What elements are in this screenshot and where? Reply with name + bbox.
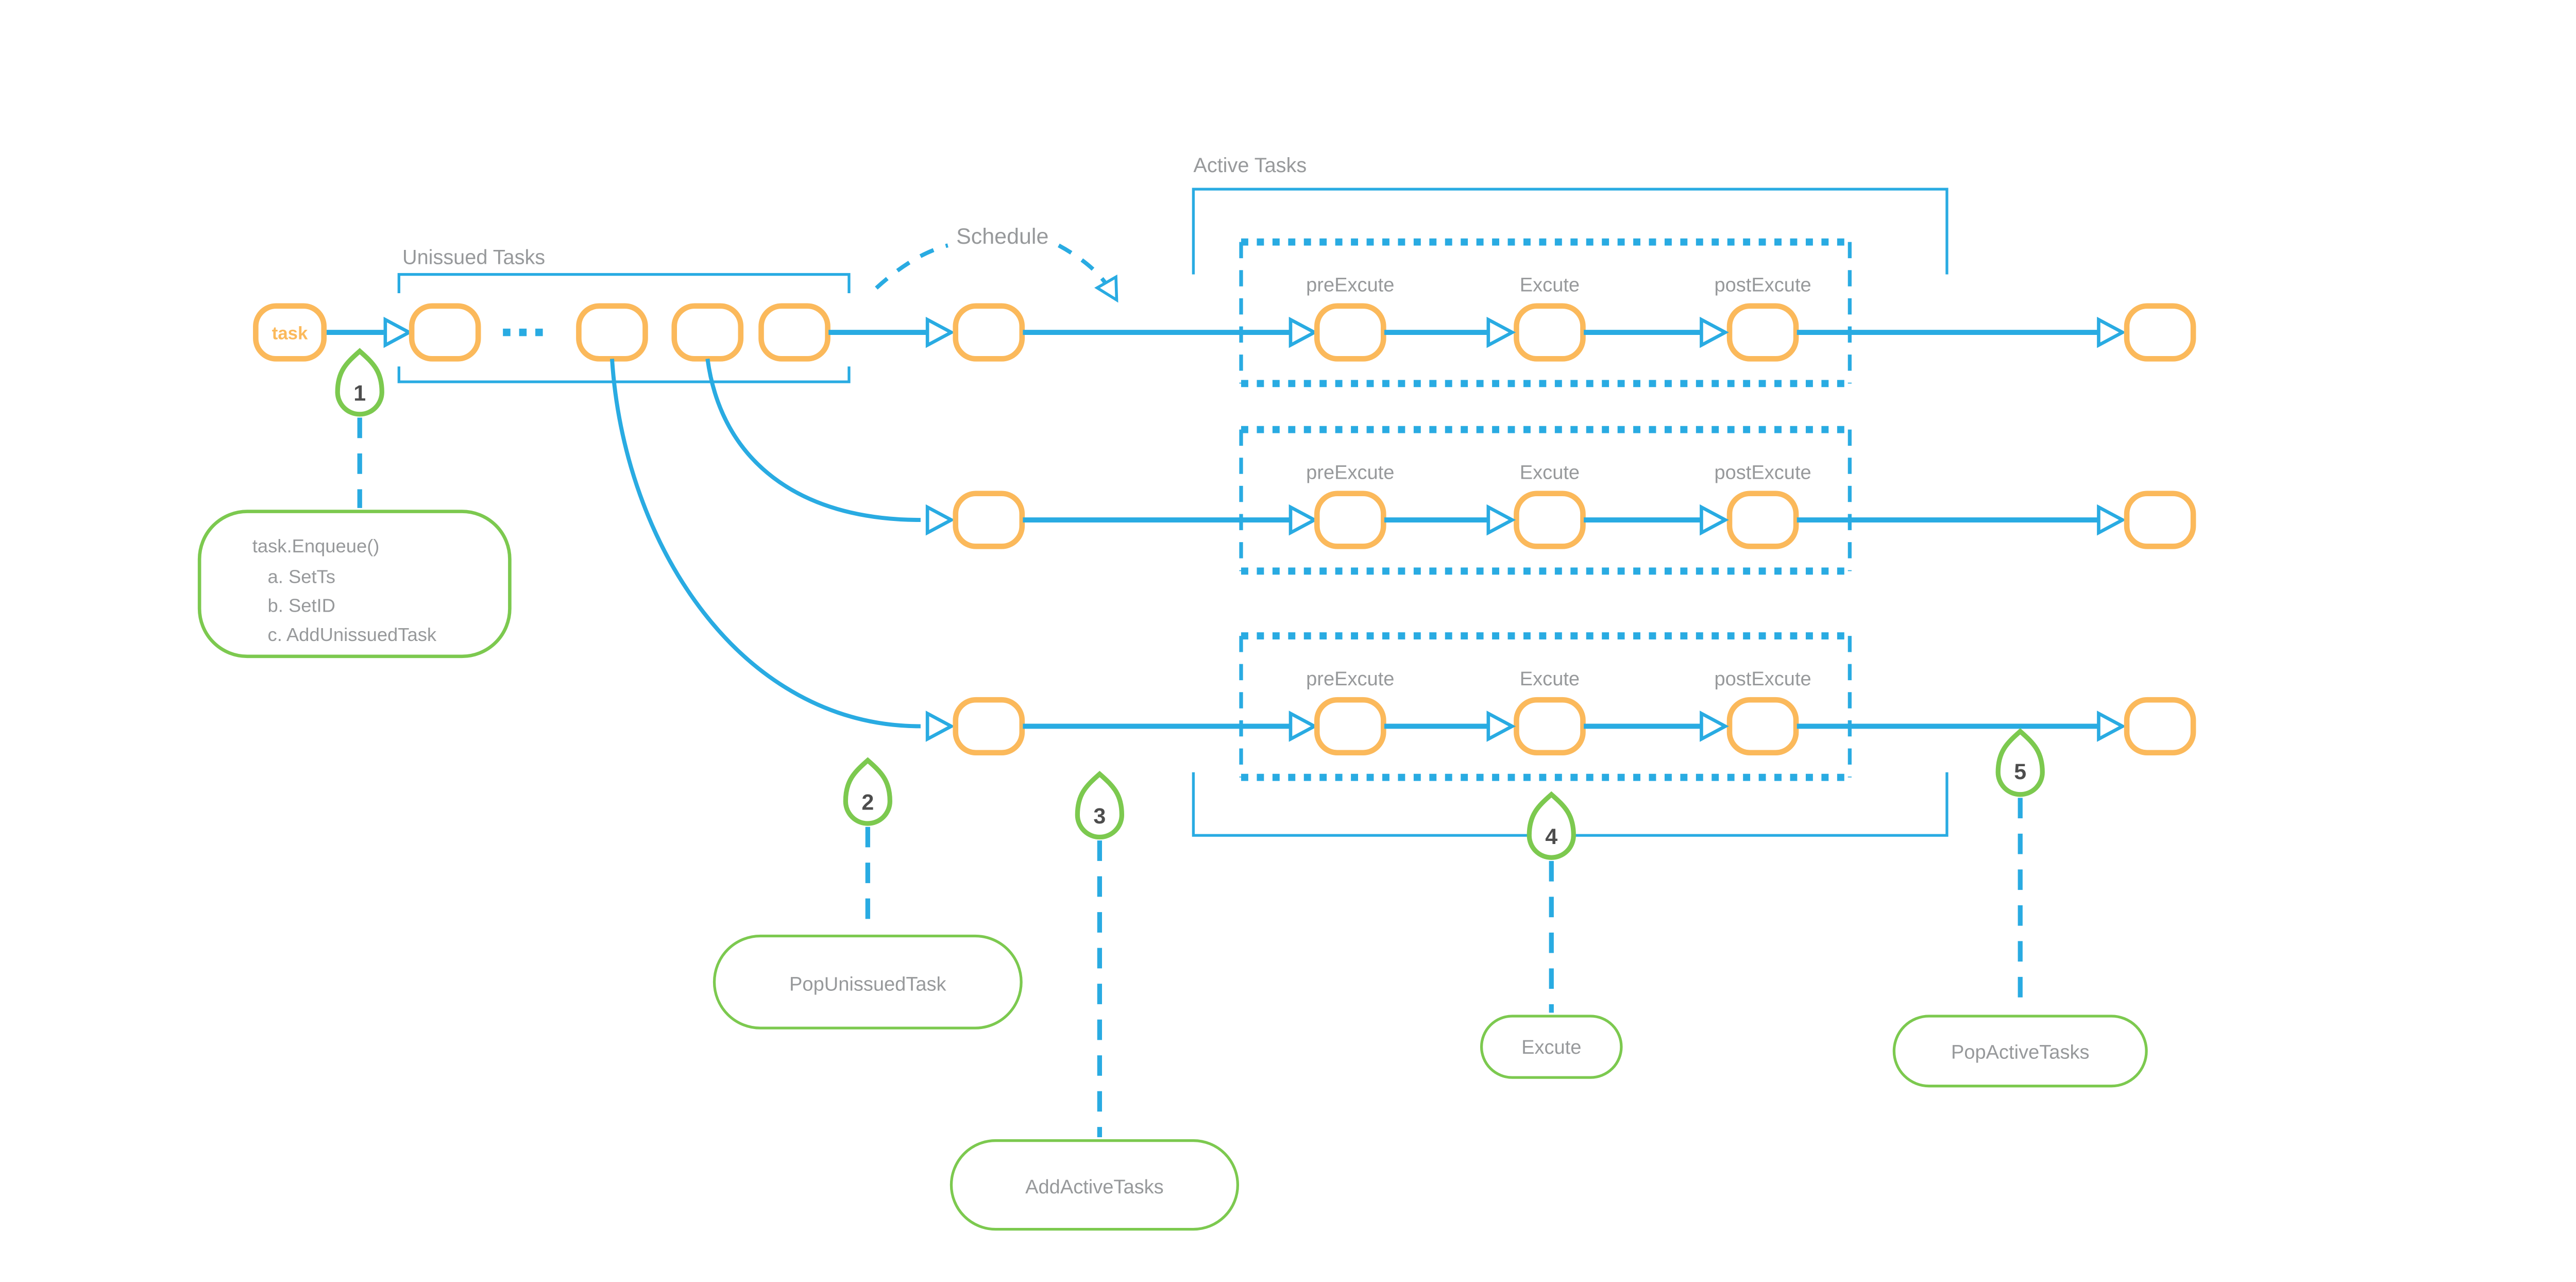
task-source-section: task xyxy=(253,303,413,362)
enqueue-note-box xyxy=(197,510,512,659)
arrowhead-icon xyxy=(925,711,955,742)
step-marker-4 xyxy=(1527,791,1576,860)
step-number: 4 xyxy=(1545,824,1557,849)
step-marker-3 xyxy=(1075,770,1124,840)
step-annotations: 1 task.Enqueue() a. SetTs b. SetID c. Ad… xyxy=(197,348,2148,1231)
annotation-label: PopActiveTasks xyxy=(1951,1042,2090,1064)
stage-node-exec xyxy=(1514,491,1586,549)
stage-label-pre: preExcute xyxy=(1306,462,1394,484)
pop-unissued-task-pill xyxy=(713,934,1023,1030)
step-marker-1 xyxy=(335,348,384,417)
excute-pill xyxy=(1480,1015,1623,1079)
stage-node-post xyxy=(1726,491,1799,549)
annotation-detail: a. SetTs xyxy=(268,566,335,587)
stage-label-post: postExcute xyxy=(1714,668,1811,690)
active-tasks-section: Active Tasks preExcute Excute postExcute xyxy=(1192,154,2196,837)
arrowhead-icon xyxy=(1486,316,1516,348)
arrowhead-icon xyxy=(1700,504,1729,536)
step-annotation-2: 2 PopUnissuedTask xyxy=(713,757,1023,1030)
stage-node-pre xyxy=(1314,491,1386,549)
queue-ellipsis-dot xyxy=(535,328,543,336)
unissued-bracket-top xyxy=(397,273,851,293)
stage-label-exec: Excute xyxy=(1520,462,1580,484)
arrowhead-icon xyxy=(2097,316,2126,348)
stage-label-post: postExcute xyxy=(1714,462,1811,484)
step-marker-2 xyxy=(843,757,892,826)
arrowhead-icon xyxy=(1289,711,1318,742)
schedule-section: Schedule xyxy=(875,224,1318,756)
arrowhead-icon xyxy=(1486,711,1516,742)
arrowhead-icon xyxy=(925,504,955,536)
arrowhead-icon xyxy=(2097,504,2126,536)
queue-ellipsis-dot xyxy=(519,328,527,336)
done-task-node xyxy=(2124,491,2196,549)
unissued-task-node-4 xyxy=(758,303,831,362)
unissued-task-node-1 xyxy=(409,303,481,362)
arrowhead-icon xyxy=(2097,711,2126,742)
step-annotation-5: 5 PopActiveTasks xyxy=(1892,728,2148,1088)
annotation-label: task.Enqueue() xyxy=(252,535,380,556)
step-number: 5 xyxy=(2014,760,2026,784)
unissued-tasks-section: Unissued Tasks xyxy=(397,246,955,742)
stage-label-exec: Excute xyxy=(1520,275,1580,296)
arrowhead-icon xyxy=(383,316,413,348)
add-active-tasks-pill xyxy=(950,1139,1240,1231)
done-task-node xyxy=(2124,697,2196,756)
active-bracket-top xyxy=(1192,188,1948,275)
step-number: 3 xyxy=(1093,804,1106,829)
active-tasks-label: Active Tasks xyxy=(1193,154,1307,177)
stage-label-pre: preExcute xyxy=(1306,275,1394,296)
stage-node-exec xyxy=(1514,697,1586,756)
task-node-label: task xyxy=(272,324,308,343)
flow-curve-queue-to-schedule-3 xyxy=(609,359,921,729)
step-number: 1 xyxy=(353,381,366,406)
stage-node-post xyxy=(1726,303,1799,362)
arrowhead-icon xyxy=(1700,711,1729,742)
step-annotation-4: 4 Excute xyxy=(1480,791,1623,1079)
stage-label-exec: Excute xyxy=(1520,668,1580,690)
pipeline-row-3: preExcute Excute postExcute xyxy=(1239,632,2196,781)
stage-label-pre: preExcute xyxy=(1306,668,1394,690)
task-node xyxy=(253,303,327,362)
annotation-label: PopUnissuedTask xyxy=(789,973,947,995)
annotation-detail: c. AddUnissuedTask xyxy=(268,624,437,645)
annotation-detail: b. SetID xyxy=(268,595,335,616)
pipeline-row-1: preExcute Excute postExcute xyxy=(1239,238,2196,387)
arrowhead-icon xyxy=(1486,504,1516,536)
unissued-task-node-3 xyxy=(671,303,744,362)
flow-curve-queue-to-schedule-2 xyxy=(705,358,921,522)
schedule-arc-right xyxy=(1058,243,1112,291)
annotation-label: Excute xyxy=(1521,1037,1581,1058)
schedule-node-1 xyxy=(953,303,1025,362)
schedule-node-2 xyxy=(953,491,1025,549)
arrowhead-icon xyxy=(1289,316,1318,348)
annotation-label: AddActiveTasks xyxy=(1025,1176,1164,1198)
stage-node-pre xyxy=(1314,303,1386,362)
pipeline-row-2: preExcute Excute postExcute xyxy=(1239,426,2196,575)
schedule-arc-left xyxy=(875,243,948,290)
unissued-task-node-2 xyxy=(576,303,648,362)
pop-active-tasks-pill xyxy=(1892,1015,2148,1088)
step-annotation-3: 3 AddActiveTasks xyxy=(950,770,1240,1231)
stage-node-post xyxy=(1726,697,1799,756)
queue-ellipsis-dot xyxy=(503,328,511,336)
arrowhead-icon xyxy=(925,316,955,348)
stage-node-exec xyxy=(1514,303,1586,362)
step-marker-5 xyxy=(1995,728,2045,797)
arrowhead-icon xyxy=(1289,504,1318,536)
unissued-tasks-label: Unissued Tasks xyxy=(402,246,545,269)
step-number: 2 xyxy=(861,790,874,815)
schedule-label: Schedule xyxy=(956,224,1048,249)
stage-label-post: postExcute xyxy=(1714,275,1811,296)
stage-node-pre xyxy=(1314,697,1386,756)
arrowhead-icon xyxy=(1094,274,1118,303)
schedule-node-3 xyxy=(953,697,1025,756)
unissued-bracket-bottom xyxy=(397,366,851,383)
done-task-node xyxy=(2124,303,2196,362)
step-annotation-1: 1 task.Enqueue() a. SetTs b. SetID c. Ad… xyxy=(197,348,512,659)
arrowhead-icon xyxy=(1700,316,1729,348)
